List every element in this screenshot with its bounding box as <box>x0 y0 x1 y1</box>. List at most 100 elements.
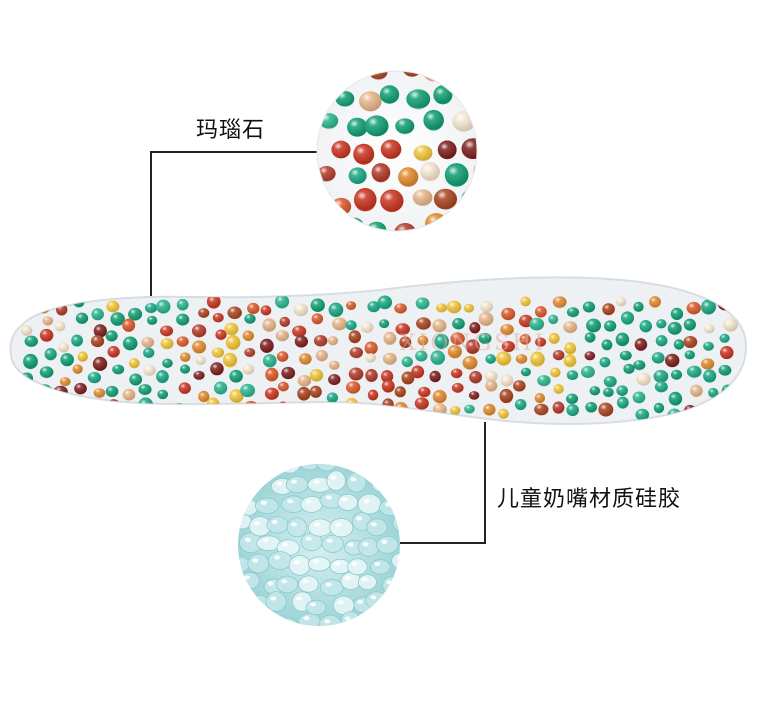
stone-shine <box>434 334 449 348</box>
stone-shine <box>310 298 325 312</box>
stone-shine <box>603 387 614 398</box>
stone-shine <box>619 350 632 361</box>
stone-shine <box>160 325 174 337</box>
silicone-bead-highlight <box>385 616 392 621</box>
stone-shine <box>667 322 682 335</box>
stone-shine <box>651 352 665 364</box>
stone-shine <box>534 306 547 318</box>
stone-shine <box>276 351 289 362</box>
stone-shine <box>719 333 730 343</box>
stone-shine <box>485 354 496 364</box>
silicone-label: 儿童奶嘴材质硅胶 <box>497 487 682 512</box>
stone-shine <box>563 355 577 367</box>
silicone-bead <box>276 575 299 594</box>
stone-shine <box>598 402 614 417</box>
watermark: XIONGSHI <box>400 331 546 356</box>
stone-shine <box>444 164 469 186</box>
stone-shine <box>716 401 731 415</box>
stone-shine <box>566 306 580 318</box>
stone-shine <box>366 408 380 422</box>
stone-shine <box>623 363 635 374</box>
silicone-bead-highlight <box>310 602 317 607</box>
stone <box>473 159 477 184</box>
stone-shine <box>262 354 277 367</box>
stone-shine <box>416 316 431 331</box>
stone <box>482 187 506 207</box>
stone-shine <box>535 337 547 348</box>
stone-shine <box>262 319 277 332</box>
silicone-bead-highlight <box>314 522 321 527</box>
stone-shine <box>75 312 89 324</box>
stone-shine <box>215 329 227 340</box>
silicone-bead <box>358 574 377 591</box>
stone-shine <box>293 303 309 317</box>
silicone-bead-highlight <box>290 522 297 527</box>
stone-shine <box>294 335 308 348</box>
stone-shine <box>180 364 191 374</box>
stone-shine <box>513 380 526 392</box>
silicone-bead <box>376 535 399 554</box>
silicone-bead-highlight <box>302 579 309 584</box>
stone-shine <box>534 403 549 416</box>
silicone-bead-highlight <box>381 539 388 544</box>
stone-shine <box>401 356 413 367</box>
silicone-bead <box>340 611 361 626</box>
stone-shine <box>702 409 714 420</box>
silicone-bead <box>307 518 333 537</box>
stone <box>444 71 467 82</box>
stone <box>58 404 70 414</box>
stone-shine <box>353 144 375 164</box>
silicone-bead-highlight <box>238 516 243 521</box>
stone-shine <box>430 351 445 365</box>
stone-shine <box>582 301 596 313</box>
stone-shine <box>451 382 464 394</box>
stone-shine <box>468 390 480 401</box>
stone-shine <box>211 346 225 359</box>
silicone-bead <box>337 493 359 511</box>
stone-shine <box>191 324 207 338</box>
stone-shine <box>178 382 191 394</box>
stone-shine <box>309 386 322 398</box>
stone-shine <box>519 334 531 345</box>
stone-shine <box>345 380 361 394</box>
silicone-bead <box>238 498 259 517</box>
stone-shine <box>501 340 515 353</box>
stone-shine <box>478 332 492 345</box>
silicone-bead-highlight <box>313 558 320 563</box>
silicone-bead <box>238 478 247 497</box>
stone-shine <box>589 385 601 396</box>
stone-shine <box>156 370 169 383</box>
silicone-bead <box>298 464 320 471</box>
stone-shine <box>242 364 255 375</box>
stone-shine <box>195 355 206 366</box>
stone <box>716 401 731 415</box>
stone-shine <box>478 312 494 326</box>
stone-shine <box>719 346 734 359</box>
stone-shine <box>281 366 296 380</box>
stone-shine <box>335 90 355 108</box>
stone-shine <box>380 370 394 383</box>
silicone-bead-highlight <box>334 561 341 566</box>
stone-shine <box>552 295 567 309</box>
stone-shine <box>382 399 394 410</box>
stone-shine <box>74 382 87 395</box>
stone-shine <box>348 331 361 343</box>
stone-shine <box>602 303 615 315</box>
stone-shine <box>244 347 256 358</box>
stone-shine <box>393 402 408 415</box>
silicone-bead <box>395 497 400 517</box>
stone-shine <box>566 370 579 381</box>
stone-shine <box>566 404 579 416</box>
stone-shine <box>381 380 395 392</box>
silicone-bead <box>389 593 400 610</box>
stone-shine <box>93 324 107 337</box>
stone-shine <box>329 360 340 370</box>
stone-shine <box>462 356 478 370</box>
stone-shine <box>359 91 382 112</box>
stone-shine <box>309 369 324 382</box>
stone-shine <box>23 354 38 369</box>
stone-shine <box>90 335 105 348</box>
silicone-bead <box>255 464 278 473</box>
silicone-bead <box>319 579 344 597</box>
stone <box>321 218 343 231</box>
